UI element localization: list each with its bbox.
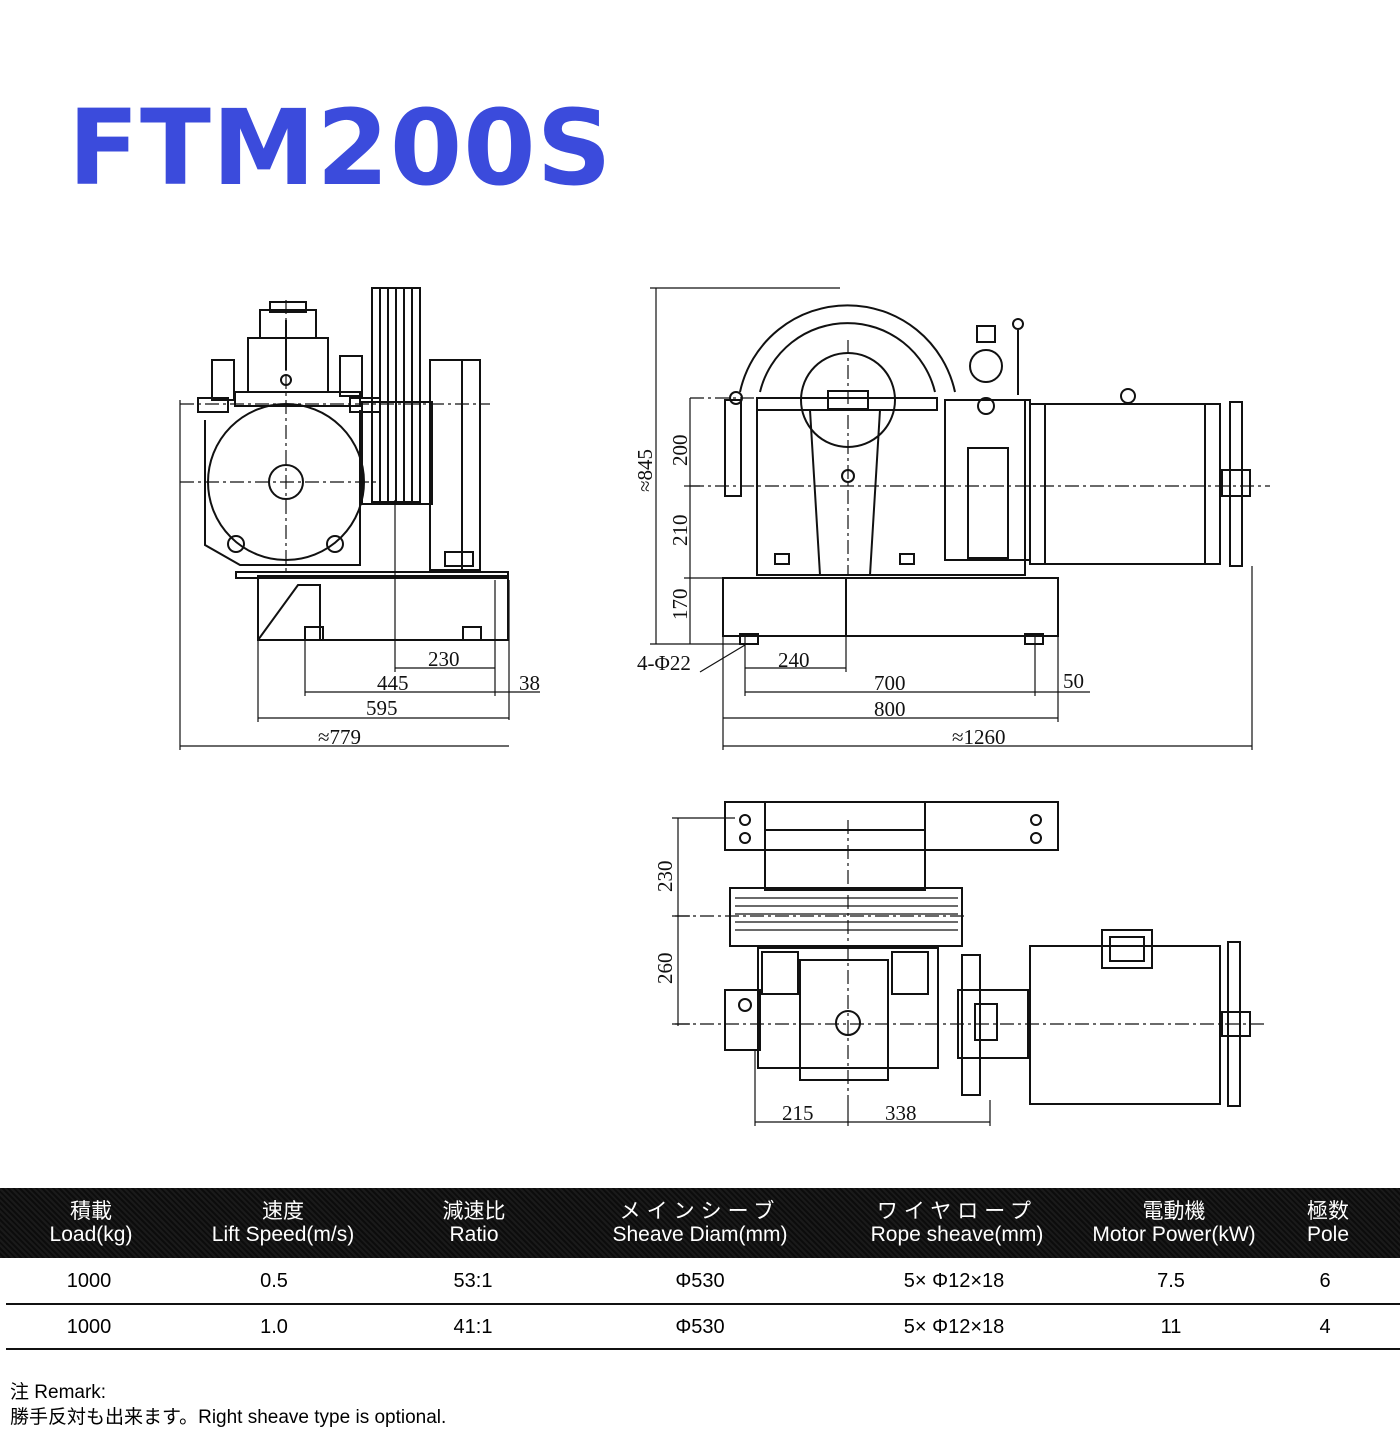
top-frame xyxy=(724,801,1059,851)
top-view xyxy=(672,801,1265,1126)
header-load: 積載 Load(kg) xyxy=(49,1200,133,1246)
side-base xyxy=(257,575,509,641)
header-speed: 速度 Lift Speed(m/s) xyxy=(211,1200,355,1246)
dim-top-260: 260 xyxy=(653,953,677,985)
dim-side-779: ≈779 xyxy=(318,725,361,749)
header-sheave: メインシーブ Sheave Diam(mm) xyxy=(612,1200,788,1246)
front-base xyxy=(722,577,1059,637)
remark-label: 注 Remark: xyxy=(10,1382,107,1403)
top-motor xyxy=(1029,945,1221,1105)
top-sheave xyxy=(729,887,963,947)
dim-front-1260: ≈1260 xyxy=(952,725,1006,749)
dim-front-240: 240 xyxy=(778,648,810,672)
spec-table-header: 積載 Load(kg) 速度 Lift Speed(m/s) 減速比 Ratio… xyxy=(0,1188,1400,1258)
dim-top-215: 215 xyxy=(782,1101,814,1125)
dim-front-holes: 4-Φ22 xyxy=(637,651,691,675)
dim-front-50: 50 xyxy=(1063,669,1084,693)
dim-side-445: 445 xyxy=(377,671,409,695)
header-ratio: 減速比 Ratio xyxy=(442,1200,506,1246)
side-bearing-stand xyxy=(429,359,481,571)
page-title: FTM200S xyxy=(68,87,613,209)
dim-front-700: 700 xyxy=(874,671,906,695)
table-row: 1000 1.0 41:1 Φ530 5× Φ12×18 11 4 xyxy=(66,1316,1331,1338)
dim-side-38: 38 xyxy=(519,671,540,695)
remark-text: 勝手反対も出来ます。Right sheave type is optional. xyxy=(10,1407,447,1428)
dim-side-595: 595 xyxy=(366,696,398,720)
dim-side-230: 230 xyxy=(428,647,460,671)
header-motor: 電動機 Motor Power(kW) xyxy=(1092,1200,1256,1246)
dim-top-230: 230 xyxy=(653,861,677,893)
technical-drawing: 230 445 38 595 ≈779 ≈845 200 210 170 4-Φ… xyxy=(179,287,1270,1126)
table-row: 1000 0.5 53:1 Φ530 5× Φ12×18 7.5 6 xyxy=(66,1270,1331,1292)
dim-front-170: 170 xyxy=(668,589,692,621)
header-rope: ワイヤロープ Rope sheave(mm) xyxy=(870,1200,1044,1246)
front-view xyxy=(650,287,1270,750)
row-separator xyxy=(6,1348,1400,1350)
dim-front-200: 200 xyxy=(668,435,692,467)
dim-top-338: 338 xyxy=(885,1101,917,1125)
side-view xyxy=(179,287,540,750)
row-separator xyxy=(6,1303,1400,1305)
front-gearbox xyxy=(756,400,1026,576)
dim-front-800: 800 xyxy=(874,697,906,721)
header-pole: 極数 Pole xyxy=(1306,1200,1350,1246)
dim-front-845: ≈845 xyxy=(633,449,657,492)
dim-front-210: 210 xyxy=(668,515,692,547)
front-motor xyxy=(1029,403,1221,565)
